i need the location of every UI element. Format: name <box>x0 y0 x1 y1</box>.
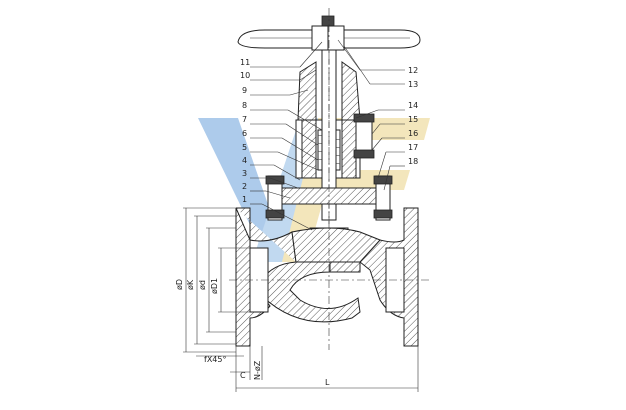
valve-body <box>235 207 419 347</box>
part-label: 2 <box>242 182 247 191</box>
dim-D: øD <box>175 279 184 290</box>
part-label: 10 <box>240 71 250 80</box>
part-label: 6 <box>242 129 247 138</box>
part-label: 8 <box>242 101 247 110</box>
dim-D1: øD1 <box>210 278 219 294</box>
part-label: 13 <box>408 80 418 89</box>
gland-bolts <box>353 113 375 159</box>
part-label: 4 <box>242 156 247 165</box>
part-label: 17 <box>408 143 418 152</box>
part-label: 11 <box>240 58 250 67</box>
part-label: 7 <box>242 115 247 124</box>
part-label: 14 <box>408 101 418 110</box>
vertical-dimensions <box>183 207 250 353</box>
part-labels-left: 11 10 9 8 7 6 5 4 3 2 1 <box>240 58 250 204</box>
part-label: 16 <box>408 129 418 138</box>
part-label: 5 <box>242 143 247 152</box>
dim-fx45: fX45° <box>204 355 226 364</box>
handwheel <box>237 15 421 51</box>
leader-lines-right <box>337 39 405 191</box>
part-label: 9 <box>242 86 247 95</box>
leader-lines-left <box>250 41 323 231</box>
part-label: 12 <box>408 66 418 75</box>
part-label: 1 <box>242 195 247 204</box>
dim-C: C <box>240 371 246 380</box>
bottom-dimensions <box>196 346 419 392</box>
dim-L: L <box>325 378 330 387</box>
part-labels-right: 12 13 14 15 16 17 18 <box>408 66 418 166</box>
part-label: 18 <box>408 157 418 166</box>
dim-NZ: N-øZ <box>253 360 262 380</box>
part-label: 3 <box>242 169 247 178</box>
part-label: 15 <box>408 115 418 124</box>
dim-K: øK <box>186 279 195 290</box>
dim-d: ød <box>198 280 207 290</box>
